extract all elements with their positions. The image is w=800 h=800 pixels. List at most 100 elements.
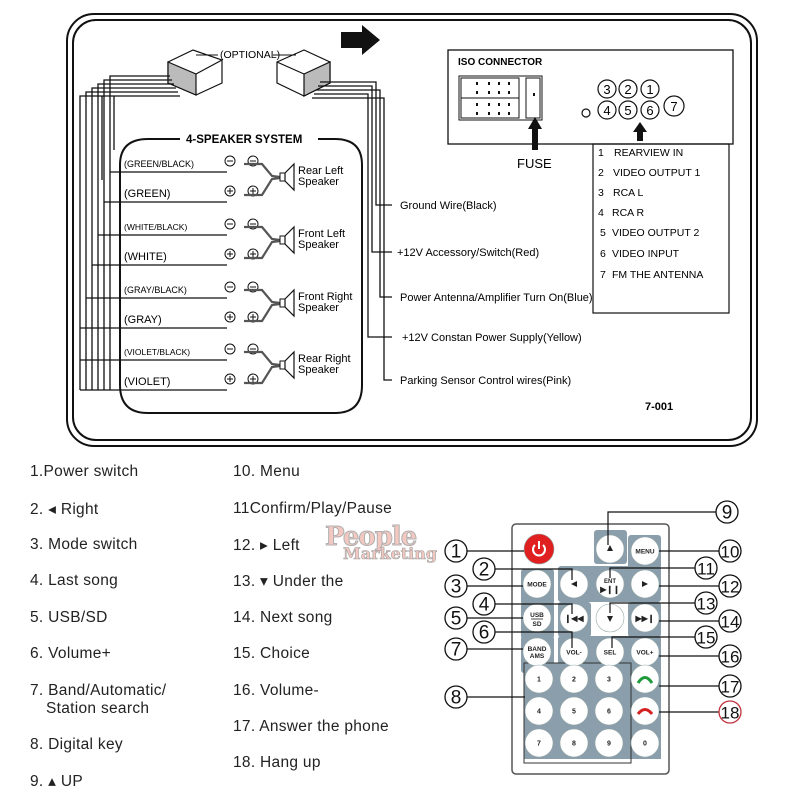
digit-8-button[interactable]: 8: [559, 728, 589, 758]
speaker-label: Rear Right: [298, 353, 351, 365]
callout-number: 1: [451, 542, 462, 563]
power-wire-antenna: Power Antenna/Amplifier Turn On(Blue): [400, 292, 593, 304]
digit-7-button[interactable]: 7: [524, 728, 554, 758]
speaker-icon: [284, 350, 295, 380]
digit-4-button[interactable]: 4: [524, 696, 554, 726]
iso-connector-title: ISO CONNECTOR: [458, 57, 543, 68]
callout-circle: [718, 700, 742, 724]
legend-item-12: 12. ▸ Left: [233, 537, 300, 554]
vol-plus-button[interactable]: VOL+: [630, 637, 660, 667]
callout-11: 11: [609, 556, 718, 580]
vol-minus-button[interactable]: VOL-: [559, 637, 589, 667]
hang-up-button[interactable]: [630, 696, 660, 726]
speaker-wires: (GREEN/BLACK)(GREEN)(WHITE/BLACK)(WHITE)…: [80, 155, 352, 391]
right-arrow-icon: [642, 581, 648, 587]
prev-track-button[interactable]: ❙◀◀: [559, 603, 589, 633]
digit-1-button-label: 1: [537, 677, 541, 684]
power-button[interactable]: [523, 533, 555, 565]
callout-number: 8: [451, 688, 462, 709]
rca-legend-text: REARVIEW IN: [614, 147, 683, 159]
speaker-icon: [284, 162, 295, 192]
callout-number: 13: [697, 595, 716, 614]
speaker-system-box: [119, 138, 363, 414]
mode-button-label: MODE: [527, 582, 547, 589]
digit-5-button[interactable]: 5: [559, 696, 589, 726]
speaker-wire-label: (GREEN): [124, 188, 170, 200]
rca-legend-text: VIDEO INPUT: [612, 248, 680, 260]
rca-num: 5: [624, 103, 631, 118]
vol-plus-button-label: VOL+: [636, 650, 653, 657]
callout-leader-line: [495, 568, 573, 580]
watermark-line1: People: [324, 522, 417, 552]
phone-hangup-icon: [636, 708, 654, 715]
callout-2: 2: [472, 557, 573, 581]
speaker-lead: [244, 162, 281, 197]
rca-legend-num: 6: [600, 248, 606, 260]
digit-2-button[interactable]: 2: [559, 664, 589, 694]
answer-call-button[interactable]: [630, 664, 660, 694]
speaker-icon: [284, 225, 295, 255]
callout-1: 1: [444, 539, 524, 563]
callout-number: 15: [697, 629, 716, 648]
legend-item-3: 3. Mode switch: [30, 536, 138, 553]
callout-number: 9: [722, 503, 733, 524]
callout-circle: [715, 500, 739, 524]
callout-circle: [694, 625, 718, 649]
digit-2-button-label: 2: [572, 677, 576, 684]
mode-button[interactable]: MODE: [522, 569, 552, 599]
menu-button[interactable]: MENU: [630, 536, 660, 566]
callout-number: 16: [721, 648, 740, 667]
digit-1-button[interactable]: 1: [524, 664, 554, 694]
legend-item-17: 17. Answer the phone: [233, 718, 389, 735]
digit-8-button-label: 8: [572, 741, 576, 748]
left-button[interactable]: [559, 569, 589, 599]
legend-item-6: 6. Volume+: [30, 645, 111, 662]
callout-number: 12: [721, 578, 740, 597]
speaker-lead: [244, 350, 281, 385]
next-track-button[interactable]: ▶▶❙: [630, 603, 660, 633]
speaker-wire-label: (VIOLET): [124, 376, 170, 388]
power-wire-accessory: +12V Accessory/Switch(Red): [397, 247, 539, 259]
legend-item-8: 8. Digital key: [30, 736, 123, 753]
rca-legend-num: 7: [600, 269, 606, 281]
rca-legend-num: 2: [598, 167, 604, 179]
left-wire-bundle: [79, 75, 180, 390]
power-wire-ground: Ground Wire(Black): [400, 200, 497, 212]
digit-3-button[interactable]: 3: [594, 664, 624, 694]
right-button[interactable]: [630, 569, 660, 599]
callout-leader-line: [495, 603, 573, 614]
digit-6-button[interactable]: 6: [594, 696, 624, 726]
rca-jack-6: [640, 100, 660, 120]
watermark-line2: Marketing: [343, 544, 438, 563]
speaker-label: Rear Left: [298, 165, 343, 177]
callout-number: 11: [697, 560, 715, 579]
rca-legend-num: 4: [598, 207, 604, 219]
legend-item-11: 11Confirm/Play/Pause: [233, 500, 393, 517]
callout-leader-line: [611, 636, 695, 648]
digit-0-button[interactable]: 0: [630, 728, 660, 758]
vol-minus-button-label: VOL-: [566, 650, 582, 657]
legend-item-10: 10. Menu: [233, 463, 301, 480]
callout-5: 5: [444, 606, 523, 630]
rca-num: 4: [603, 103, 610, 118]
band-ams-button-label: BAND: [528, 646, 547, 653]
digit-9-button[interactable]: 9: [594, 728, 624, 758]
rca-jack-1: [640, 79, 660, 99]
rca-num: 2: [624, 82, 631, 97]
digit-3-button-label: 3: [607, 677, 611, 684]
callout-number: 14: [721, 613, 740, 632]
callout-circle: [718, 644, 742, 668]
callout-leader-line: [495, 631, 573, 648]
callout-14: 14: [659, 609, 742, 633]
sel-button[interactable]: SEL: [595, 637, 625, 667]
rca-jack-7: [663, 95, 685, 117]
iso-connector-box: [447, 49, 734, 145]
digit-7-button-label: 7: [537, 741, 541, 748]
rca-num: 3: [603, 82, 610, 97]
left-arrow-icon: [571, 581, 577, 587]
up-button[interactable]: [595, 534, 625, 564]
power-wire-constant: +12V Constan Power Supply(Yellow): [402, 332, 582, 344]
callout-10: 10: [659, 539, 742, 563]
